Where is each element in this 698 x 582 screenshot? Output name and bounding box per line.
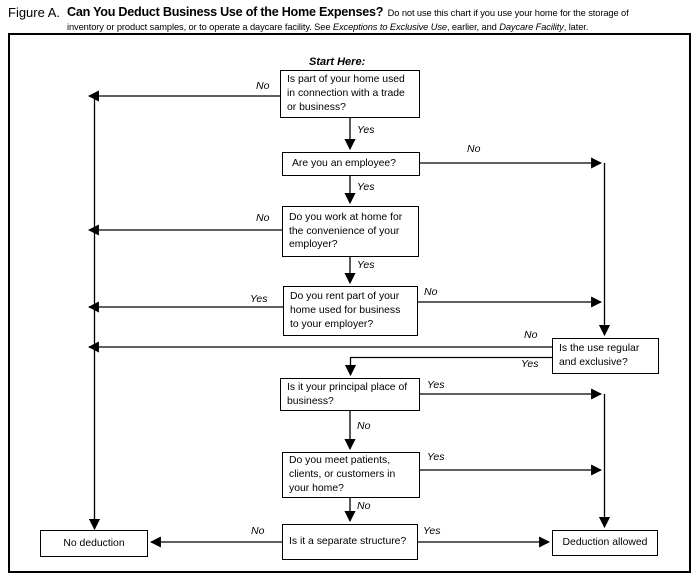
edge-label-q3-no: No	[256, 212, 270, 224]
edge-label-q2-no: No	[467, 143, 481, 155]
decision-box-separate-structure-text: Is it a separate structure?	[289, 536, 407, 548]
figure-title: Can You Deduct Business Use of the Home …	[67, 3, 693, 32]
edge-label-q4-yes: Yes	[250, 293, 268, 305]
edge-label-q6-no: No	[357, 420, 371, 432]
edge-label-q5-no: No	[524, 329, 538, 341]
result-box-deduction-allowed: Deduction allowed	[552, 530, 658, 556]
edge-label-q8-yes: Yes	[423, 525, 441, 537]
edge-label-q7-yes: Yes	[427, 451, 445, 463]
decision-box-employee-text: Are you an employee?	[292, 158, 396, 170]
edge-label-q8-no: No	[251, 525, 265, 537]
result-box-deduction-allowed-text: Deduction allowed	[562, 537, 648, 549]
edge-label-q7-no: No	[357, 500, 371, 512]
result-box-no-deduction: No deduction	[40, 530, 148, 557]
start-here-label: Start Here:	[309, 56, 366, 68]
decision-box-regular-exclusive-text: Is the use regular and exclusive?	[559, 343, 640, 368]
decision-box-regular-exclusive: Is the use regular and exclusive?	[552, 338, 659, 374]
edge-label-q1-yes: Yes	[357, 124, 375, 136]
figure-heading: Can You Deduct Business Use of the Home …	[67, 5, 384, 19]
decision-box-meet-patients-text: Do you meet patients, clients, or custom…	[289, 455, 396, 494]
decision-box-principal-place: Is it your principal place of business?	[280, 378, 420, 411]
edge-label-q1-no: No	[256, 80, 270, 92]
decision-box-employee: Are you an employee?	[282, 152, 420, 176]
result-box-no-deduction-text: No deduction	[63, 537, 125, 549]
decision-box-separate-structure: Is it a separate structure?	[282, 524, 418, 560]
figure-label: Figure A.	[8, 5, 61, 20]
figure-note-line1: Do not use this chart if you use your ho…	[387, 8, 629, 18]
edge-label-q2-yes: Yes	[357, 181, 375, 193]
decision-box-meet-patients: Do you meet patients, clients, or custom…	[282, 452, 420, 498]
edge-label-q4-no: No	[424, 286, 438, 298]
edge-label-q3-yes: Yes	[357, 259, 375, 271]
edge-label-q5-yes: Yes	[521, 358, 539, 370]
decision-box-convenience-of-employer-text: Do you work at home for the convenience …	[289, 211, 403, 251]
decision-box-convenience-of-employer: Do you work at home for the convenience …	[282, 206, 419, 257]
decision-box-principal-place-text: Is it your principal place of business?	[287, 381, 408, 407]
decision-box-rent-to-employer-text: Do you rent part of your home used for b…	[290, 291, 401, 330]
decision-box-rent-to-employer: Do you rent part of your home used for b…	[283, 286, 418, 336]
edge-label-q6-yes: Yes	[427, 379, 445, 391]
figure-note-line2: inventory or product samples, or to oper…	[67, 22, 589, 32]
decision-box-home-business: Is part of your home used in connection …	[280, 70, 420, 118]
figure-title-line1: Can You Deduct Business Use of the Home …	[67, 3, 693, 21]
decision-box-home-business-text: Is part of your home used in connection …	[287, 74, 405, 113]
